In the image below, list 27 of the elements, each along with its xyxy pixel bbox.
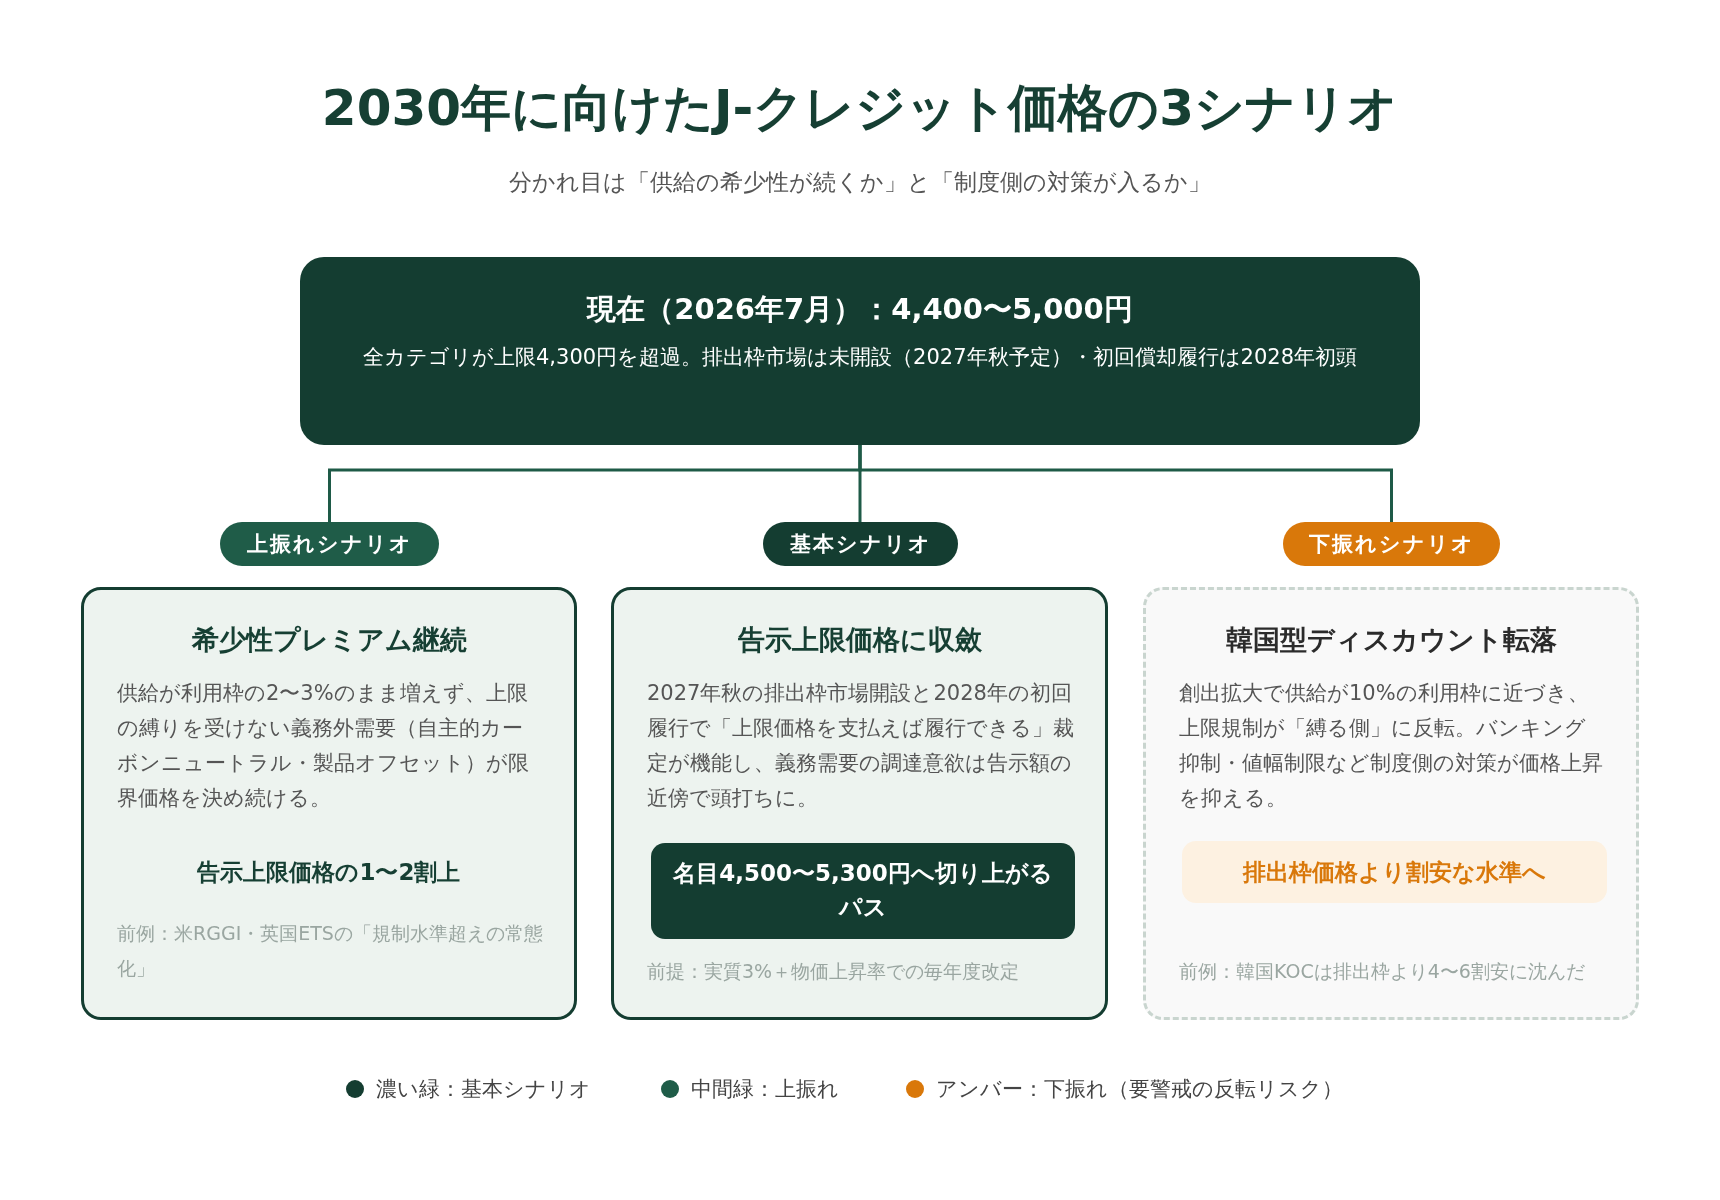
current-status-box: [300, 257, 1420, 445]
subtitle: 分かれ目は「供給の希少性が続くか」と「制度側の対策が入るか」: [508, 168, 1212, 197]
outcome-box: 名目4,500〜5,300円へ切り上がるパス: [651, 843, 1075, 939]
legend-text: 濃い緑：基本シナリオ: [376, 1077, 591, 1101]
precedent-note: 前例：米RGGI・英国ETSの「規制水準超えの常態化」: [117, 921, 544, 981]
box-body: 全カテゴリが上限4,300円を超過。排出枠市場は未開設（2027年秋予定）・初回償却履行は2028年初頭: [362, 344, 1358, 371]
card-title: 韓国型ディスカウント転落: [1224, 623, 1558, 657]
precedent-note: 前例：韓国KOCは排出枠より4〜6割安に沈んだ: [1179, 959, 1586, 984]
connector-line: [858, 445, 1393, 522]
title: 2030年に向けたJ-クレジット価格の3シナリオ: [320, 78, 1400, 139]
legend-text: 中間緑：上振れ: [691, 1077, 839, 1101]
card-title: 告示上限価格に収斂: [736, 623, 983, 657]
scenario-badge: 下振れシナリオ: [1283, 522, 1500, 566]
scenario-card: [81, 587, 577, 1020]
box-heading: 現在（2026年7月）：4,400〜5,000円: [585, 291, 1134, 328]
scenario-badge: 基本シナリオ: [763, 522, 958, 566]
precedent-note: 前提：実質3%＋物価上昇率での毎年度改定: [647, 959, 1021, 984]
card-body: 創出拡大で供給が10%の利用枠に近づき、上限規制が「縛る側」に反転。バンキング抑制・値幅制限など制度側の対策が価格上昇を抑える。: [1179, 680, 1604, 812]
card-body: 供給が利用枠の2〜3%のまま増えず、上限の縛りを受けない義務外需要（自主的カーボンニュートラル・製品オフセット）が限界価格を決め続ける。: [117, 680, 530, 812]
outcome-text: 告示上限価格の1〜2割上: [196, 858, 462, 887]
scenario-card: [1143, 587, 1639, 1020]
card-body: 2027年秋の排出枠市場開設と2028年の初回履行で「上限価格を支払えば履行できる」裁定が機能し、義務需要の調達意欲は告示額の近傍で頭打ちに。: [647, 680, 1075, 812]
card-title: 希少性プレミアム継続: [190, 623, 468, 657]
scenario-card: [611, 587, 1108, 1020]
outcome-box: 排出枠価格より割安な水準へ: [1182, 841, 1607, 903]
legend-text: アンバー：下振れ（要警戒の反転リスク）: [936, 1077, 1343, 1101]
scenario-badge: 上振れシナリオ: [220, 522, 439, 566]
